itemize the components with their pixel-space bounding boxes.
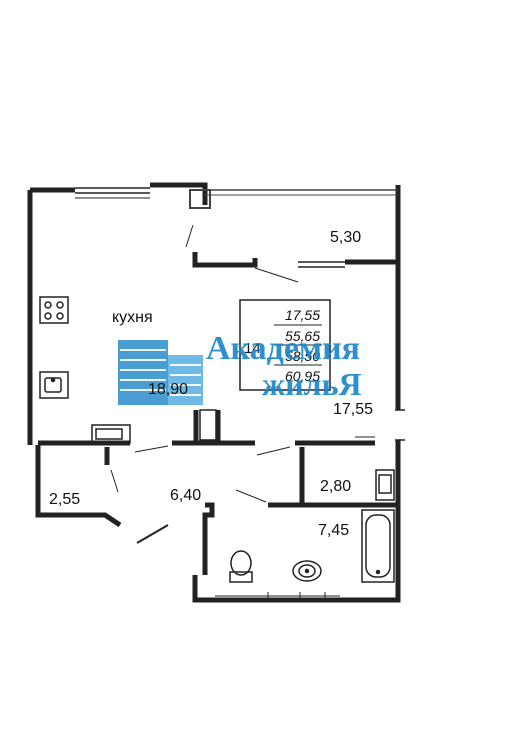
- stove-icon: [39, 296, 69, 324]
- kitchen-name-label: кухня: [112, 309, 153, 326]
- balcony-outline: [189, 189, 398, 209]
- living-partition: [199, 409, 405, 441]
- kitchen-window: [75, 187, 150, 199]
- closet-area-label: 2,80: [320, 478, 352, 495]
- floor-mark-label: 14: [244, 340, 261, 357]
- interior-walls: [38, 410, 398, 575]
- info-box-lines: [274, 324, 322, 366]
- sink-icon: [39, 371, 69, 399]
- bathroom-area-label: 7,45: [318, 522, 350, 539]
- microwave-icon: [91, 424, 131, 444]
- door-swings: [110, 436, 375, 544]
- bathtub-icon: [361, 509, 395, 583]
- info-value-3: 58,50: [284, 348, 320, 364]
- info-box-frame: [239, 299, 331, 391]
- washer-icon: [375, 469, 395, 501]
- watermark-line-1: Академия: [206, 330, 361, 367]
- balcony-door: [185, 224, 398, 283]
- watermark-line-2: жильЯ: [262, 366, 362, 402]
- basin-icon: [292, 560, 322, 582]
- bathroom-vents: [215, 592, 340, 600]
- toilet-icon: [229, 550, 253, 583]
- storage-area-label: 2,55: [49, 491, 81, 508]
- kitchen-area-label: 18,90: [148, 381, 189, 398]
- outer-walls: [27, 182, 401, 603]
- info-value-1: 17,55: [284, 307, 320, 323]
- info-value-2: 55,65: [284, 328, 320, 344]
- living-area-label: 17,55: [333, 401, 374, 418]
- watermark-logo-icon: [118, 340, 203, 405]
- balcony-area-label: 5,30: [330, 229, 362, 246]
- info-value-4: 60,95: [284, 368, 320, 384]
- hall-area-label: 6,40: [170, 487, 202, 504]
